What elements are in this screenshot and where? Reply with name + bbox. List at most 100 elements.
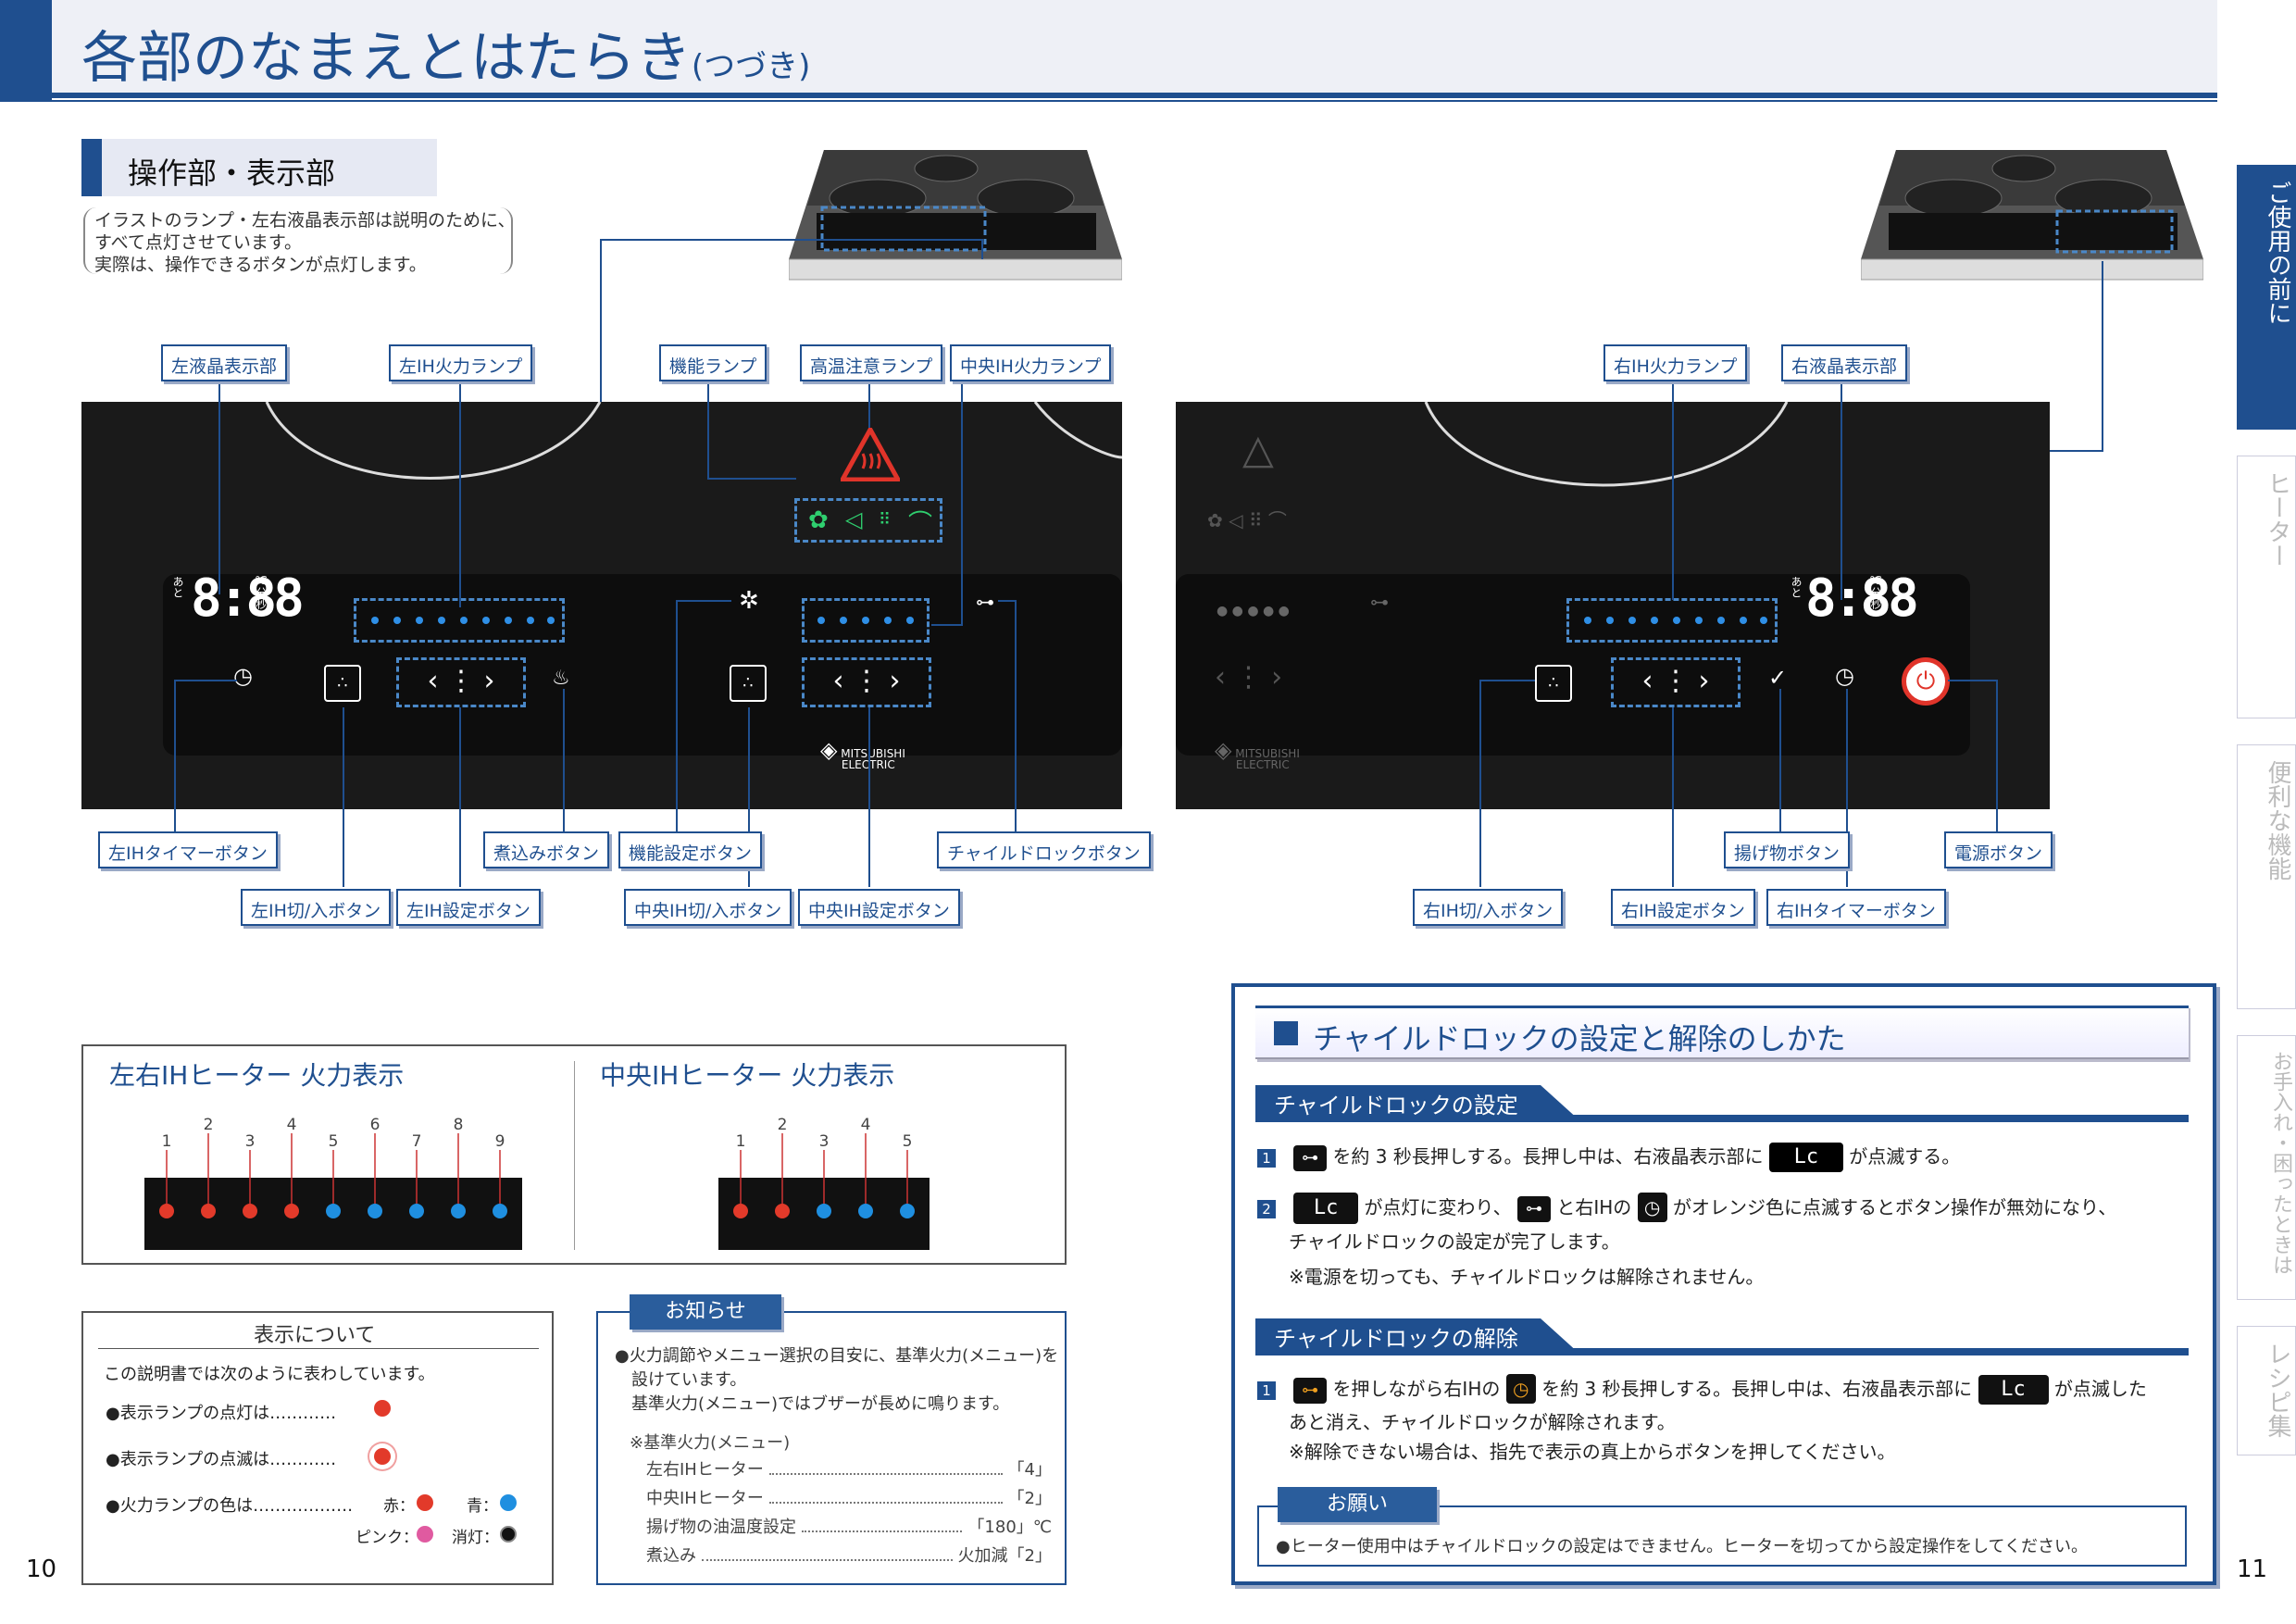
color-blue-label: 青： xyxy=(467,1497,498,1516)
heat-lamp-dot xyxy=(451,1204,466,1218)
note-bracket xyxy=(83,207,513,274)
heat-lamp-number: 3 xyxy=(819,1132,830,1151)
display-about-item2: ●表示ランプの点滅は………… xyxy=(106,1450,337,1469)
set-right-button[interactable]: ‹ ⋮ › xyxy=(1611,657,1741,707)
square-bullet-icon xyxy=(1274,1021,1298,1045)
childlock-box xyxy=(1231,983,2216,1585)
sidetab-before-use[interactable]: ご使用の前に xyxy=(2237,165,2296,430)
step-number-1: 1 xyxy=(1257,1149,1276,1168)
lock-display-icon: Lc xyxy=(1293,1193,1359,1224)
heat-lamp-dot xyxy=(159,1204,174,1218)
label-onoff-right: 右IH切/入ボタン xyxy=(1413,889,1564,926)
label-lcd-right: 右液晶表示部 xyxy=(1781,344,1908,381)
control-panel-right: △ ✿ ◁ ⠿ ⌒ ● ● ● ● ● ⊶ ‹ ⋮ › あと 8:88 ℃分秒 … xyxy=(1176,402,2050,809)
onoff-right-button[interactable]: ∴ xyxy=(1535,665,1572,702)
gear-icon: ✲ xyxy=(739,587,759,615)
heat-display-lr-title: 左右IHヒーター 火力表示 xyxy=(109,1060,405,1091)
set-center-button[interactable]: ‹ ⋮ › xyxy=(802,657,931,707)
label-set-left: 左IH設定ボタン xyxy=(396,889,541,926)
cooktop-thumbnail-left xyxy=(788,141,1123,281)
heat-lamp-number: 1 xyxy=(736,1132,746,1151)
label-fry: 揚げ物ボタン xyxy=(1724,831,1851,868)
label-func-lamp: 機能ランプ xyxy=(659,344,767,381)
notice-row: 煮込み火加減「2」 xyxy=(646,1542,1052,1570)
function-lamps-off: ✿ ◁ ⠿ ⌒ xyxy=(1207,509,1287,531)
childlock-title: チャイルドロックの設定と解除のしかた xyxy=(1313,1021,1846,1056)
timer-left-button[interactable]: ◷ xyxy=(233,663,253,689)
heat-lamp-dot xyxy=(284,1204,299,1218)
blinking-lamp-icon xyxy=(374,1448,391,1465)
header-band xyxy=(0,0,2217,96)
set-left-button[interactable]: ‹ ⋮ › xyxy=(396,657,526,707)
heat-lamp-dot xyxy=(858,1204,873,1218)
control-panel-left: ✿ ◁ ⠿ ⌒ あと 8:88 ℃分秒 ✲ ⊶ ◷ ∴ ‹ ⋮ › ♨ ∴ ‹ … xyxy=(81,402,1122,809)
red-dot-icon xyxy=(417,1494,433,1511)
notice-table: 左右IHヒーター「4」 中央IHヒーター「2」 揚げ物の油温度設定「180」℃ … xyxy=(646,1455,1052,1570)
brand-logo-left: ◈ MITSUBISHI ELECTRIC xyxy=(820,737,905,770)
heat-lamp-number: 9 xyxy=(495,1132,505,1151)
sidetab-care[interactable]: お手入れ・困ったときは xyxy=(2237,1035,2296,1300)
header-accent xyxy=(0,0,52,102)
display-about-item3: ●火力ランプの色は……………… xyxy=(106,1496,354,1516)
heat-lamp-dot xyxy=(368,1204,382,1218)
step-number-2: 2 xyxy=(1257,1200,1276,1218)
heat-lamp-number: 3 xyxy=(245,1132,256,1151)
heat-display-divider xyxy=(574,1061,575,1250)
heat-lamp-number: 5 xyxy=(329,1132,339,1151)
childlock-release-step1: 1 ⊶ を押しながら右IHの ◷ を約 3 秒長押しする。長押し中は、右液晶表示… xyxy=(1257,1372,2147,1465)
power-button[interactable]: ⏻ xyxy=(1902,657,1950,706)
childlock-title-bar: チャイルドロックの設定と解除のしかた xyxy=(1255,1006,2189,1059)
high-temp-warning-icon-off: △ xyxy=(1242,426,1274,473)
heat-lamp-dot xyxy=(493,1204,507,1218)
key-button-icon: ⊶ xyxy=(1517,1196,1551,1222)
header-rule xyxy=(52,93,2217,98)
lcd-left-unit: ℃分秒 xyxy=(255,574,268,609)
heat-lamp-number: 1 xyxy=(162,1132,172,1151)
notice-sub: ※基準火力(メニュー) xyxy=(630,1433,791,1453)
key-icon-off: ⊶ xyxy=(1370,591,1389,613)
header-rule-thin xyxy=(52,100,2217,102)
label-set-right: 右IH設定ボタン xyxy=(1611,889,1755,926)
label-simmer: 煮込みボタン xyxy=(483,831,610,868)
label-hightemp-lamp: 高温注意ランプ xyxy=(800,344,943,381)
page-title: 各部のなまえとはたらき(つづき) xyxy=(81,26,811,91)
sidetab-recipes[interactable]: レシピ集 xyxy=(2237,1326,2296,1455)
onoff-left-button[interactable]: ∴ xyxy=(324,665,361,702)
label-lamp-left: 左IH火力ランプ xyxy=(389,344,533,381)
notice-box xyxy=(596,1311,1067,1585)
heat-lamp-number: 8 xyxy=(454,1116,464,1134)
heat-lamp-number: 2 xyxy=(204,1116,214,1134)
label-timer-left: 左IHタイマーボタン xyxy=(98,831,278,868)
lock-display-blink-icon: Lc xyxy=(1768,1143,1843,1172)
fry-button[interactable]: ✓ xyxy=(1768,665,1788,691)
lcd-right-prefix: あと xyxy=(1790,576,1803,598)
onoff-center-button[interactable]: ∴ xyxy=(730,665,767,702)
display-about-box xyxy=(81,1311,554,1585)
set-center-off: ‹ ⋮ › xyxy=(1215,661,1283,693)
page-number-right: 11 xyxy=(2237,1555,2268,1583)
center-lamps-off: ● ● ● ● ● xyxy=(1217,604,1290,618)
color-off-label: 消灯： xyxy=(452,1529,499,1547)
timer-right-button[interactable]: ◷ xyxy=(1835,663,1854,689)
notice-head: お知らせ xyxy=(630,1294,781,1330)
label-power: 電源ボタン xyxy=(1944,831,2053,868)
note-text: イラストのランプ・左右液晶表示部は説明のために、すべて点灯させています。実際は、… xyxy=(94,210,516,275)
section-heading: 操作部・表示部 xyxy=(81,139,437,196)
timer-button-icon: ◷ xyxy=(1637,1193,1667,1222)
speaker-icon: ◁ xyxy=(845,506,863,532)
simmer-button[interactable]: ♨ xyxy=(552,667,570,690)
childlock-set-head: チャイルドロックの設定 xyxy=(1255,1085,2189,1122)
heat-lamp-number: 4 xyxy=(861,1116,871,1134)
key-button-orange-icon: ⊶ xyxy=(1293,1378,1328,1404)
heat-lamp-dot xyxy=(900,1204,915,1218)
lit-lamp-icon xyxy=(374,1400,391,1417)
notice-row: 左右IHヒーター「4」 xyxy=(646,1455,1052,1484)
notice-row: 中央IHヒーター「2」 xyxy=(646,1484,1052,1513)
heat-lamp-dot xyxy=(201,1204,216,1218)
sidetab-heater[interactable]: ヒーター xyxy=(2237,456,2296,718)
sidetab-features[interactable]: 便利な機能 xyxy=(2237,744,2296,1009)
heat-lamp-number: 5 xyxy=(903,1132,913,1151)
heat-lamp-dot xyxy=(817,1204,831,1218)
high-temp-warning-icon xyxy=(841,428,900,481)
